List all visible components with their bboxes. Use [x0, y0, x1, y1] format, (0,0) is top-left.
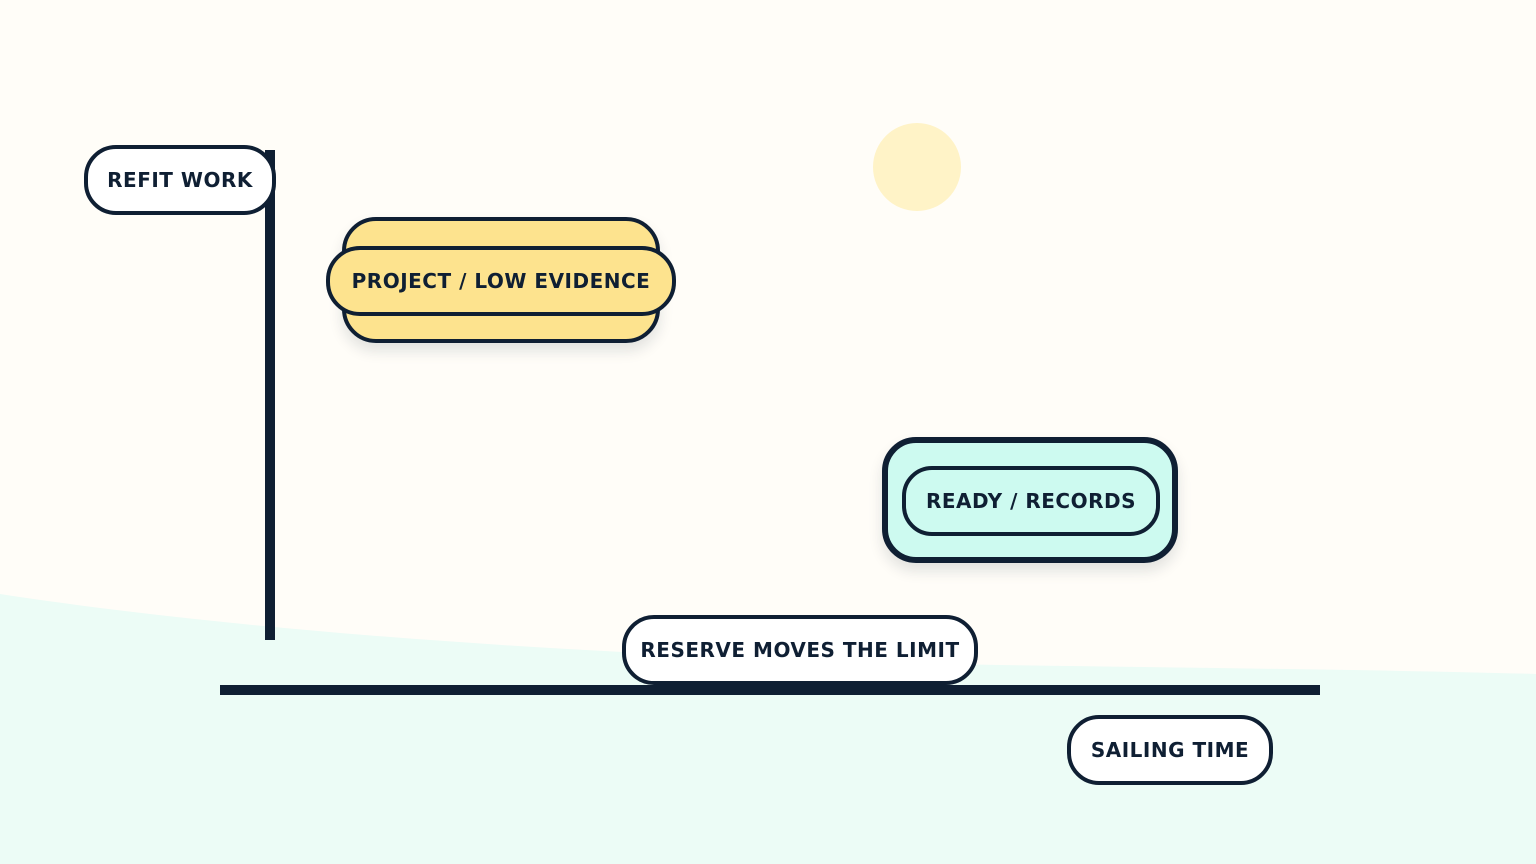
project-node-text: PROJECT / LOW EVIDENCE	[351, 269, 651, 293]
x-axis-label-text: SAILING TIME	[1090, 738, 1250, 762]
ready-records-node: READY / RECORDS	[882, 437, 1178, 563]
project-low-evidence-node: PROJECT / LOW EVIDENCE	[326, 217, 676, 345]
x-axis-label: SAILING TIME	[1067, 715, 1273, 785]
reserve-label: RESERVE MOVES THE LIMIT	[622, 615, 978, 685]
reserve-label-text: RESERVE MOVES THE LIMIT	[640, 638, 960, 662]
ready-node-label: READY / RECORDS	[902, 466, 1160, 536]
vertical-axis	[265, 150, 275, 640]
y-axis-label-text: REFIT WORK	[107, 168, 253, 192]
horizontal-axis	[220, 685, 1320, 695]
y-axis-label: REFIT WORK	[84, 145, 276, 215]
sun-circle	[873, 123, 961, 211]
ready-node-text: READY / RECORDS	[925, 489, 1137, 513]
project-node-label: PROJECT / LOW EVIDENCE	[326, 246, 676, 316]
